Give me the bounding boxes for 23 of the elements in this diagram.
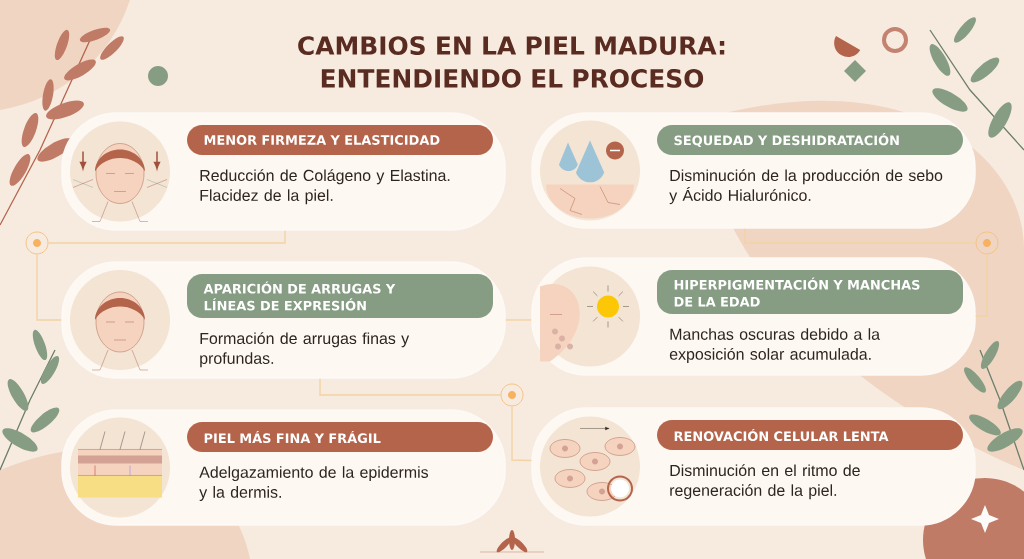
glow-node: [25, 231, 49, 255]
title: CAMBIOS EN LA PIEL MADURA: ENTENDIENDO EL PROCESO: [298, 36, 725, 88]
card-text: Disminución en el ritmo de regeneración de la piel.: [670, 464, 860, 500]
connector-line: [511, 405, 532, 462]
card-text: Formación de arrugas finas y profundas.: [200, 332, 410, 368]
connector-line: [36, 253, 62, 321]
heading-pill: PIEL MÁS FINA Y FRÁGIL: [187, 422, 493, 452]
connector-line: [505, 319, 532, 321]
heading-pill: RENOVACIÓN CELULAR LENTA: [657, 420, 963, 450]
card-text: Adelgazamiento de la epidermis y la dermis.: [199, 466, 429, 501]
glow-node: [975, 231, 999, 255]
heading-pill: SEQUEDAD Y DESHIDRATACIÓN: [657, 125, 963, 155]
card-text: Disminución de la producción de sebo y Ácido Hialurónico.: [669, 169, 943, 205]
glow-node: [500, 383, 524, 407]
card-text: Reducción de Colágeno y Elastina. Flacidez de la piel.: [200, 169, 450, 205]
connector-line: [319, 378, 502, 396]
heading-pill: HIPERPIGMENTACIÓN Y MANCHAS DE LA EDAD: [657, 270, 963, 314]
connector-line: [744, 228, 977, 244]
connector-line: [975, 253, 988, 317]
heading-pill: APARICIÓN DE ARRUGAS Y LÍNEAS DE EXPRESIÓN: [187, 274, 493, 318]
card-text: Manchas oscuras debido a la exposición solar acumulada.: [669, 328, 881, 363]
connector-line: [47, 230, 286, 244]
heading-pill: MENOR FIRMEZA Y ELASTICIDAD: [187, 125, 493, 155]
